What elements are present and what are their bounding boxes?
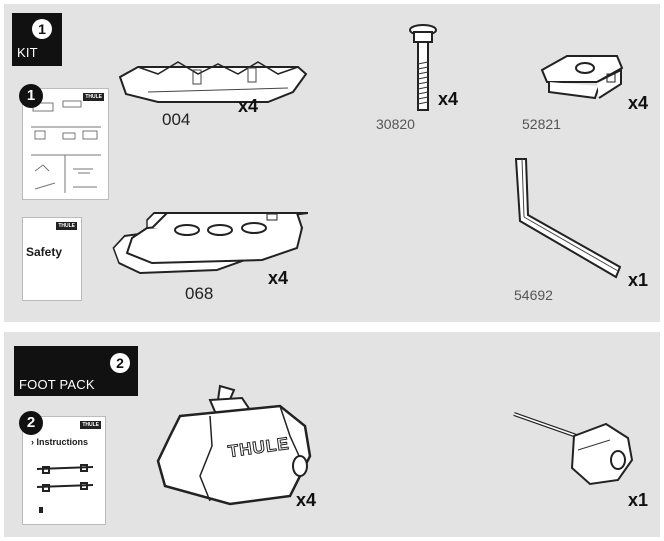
kit-badge-label: KIT	[17, 45, 38, 60]
base-pad-icon	[112, 212, 309, 275]
instructions-label: › Instructions	[31, 437, 89, 447]
qty-key: x1	[628, 490, 649, 510]
safety-brand-tag: THULE	[56, 222, 77, 230]
foot-pack-badge-label: FOOT PACK	[19, 377, 95, 392]
qty-004: x4	[238, 96, 259, 116]
manual-illustrations-icon	[31, 100, 101, 193]
roof-bars-icon	[36, 464, 94, 513]
foot-pack-badge-number: 2	[110, 353, 130, 373]
qty-foot: x4	[296, 490, 317, 510]
manual-brand-tag: THULE	[83, 93, 104, 101]
instructions-brand-tag: THULE	[80, 421, 101, 429]
qty-068: x4	[268, 268, 289, 288]
pad-icon	[118, 61, 308, 103]
hex-key-icon	[514, 158, 622, 279]
foot-pack-manual-number: 2	[19, 411, 43, 435]
part-code-30820: 30820	[376, 116, 415, 132]
qty-52821: x4	[628, 93, 649, 113]
part-code-52821: 52821	[522, 116, 561, 132]
qty-30820: x4	[438, 89, 459, 109]
safety-label: Safety	[26, 245, 63, 259]
safety-leaflet: THULE Safety	[22, 217, 82, 301]
part-code-068: 068	[185, 284, 214, 303]
locking-key-icon	[513, 412, 634, 486]
kit-badge-number: 1	[32, 19, 52, 39]
qty-54692: x1	[628, 270, 649, 290]
part-code-004: 004	[162, 110, 191, 129]
foot-pack-badge: 2 FOOT PACK	[14, 346, 138, 396]
bolt-icon	[409, 24, 437, 111]
kit-manual-number: 1	[19, 84, 43, 108]
kit-badge: 1 KIT	[12, 13, 62, 66]
part-code-54692: 54692	[514, 287, 553, 303]
clip-icon	[540, 55, 624, 100]
foot-pack-instructions-booklet: THULE › Instructions	[22, 416, 106, 525]
kit-panel	[4, 4, 660, 322]
foot-icon	[156, 384, 312, 506]
